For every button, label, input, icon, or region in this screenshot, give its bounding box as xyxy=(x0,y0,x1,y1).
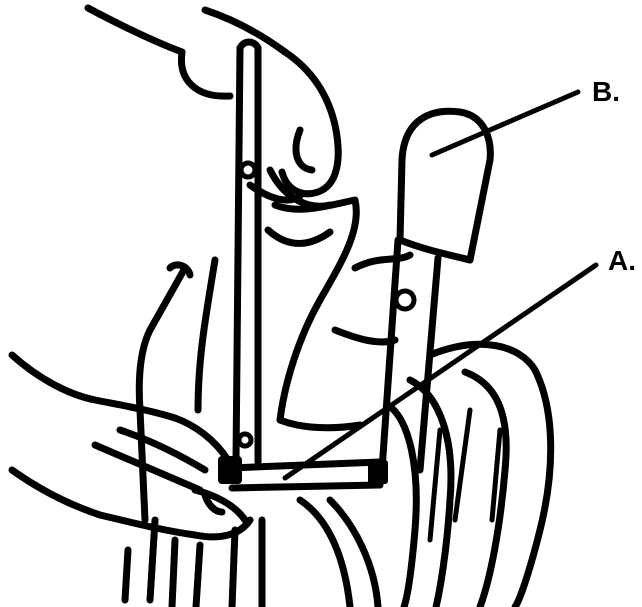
leader-line-b xyxy=(432,92,578,155)
lower-hand xyxy=(12,355,250,537)
callout-label-b: B. xyxy=(592,78,620,106)
lower-frame xyxy=(172,500,378,607)
release-rod xyxy=(236,42,258,462)
release-bar xyxy=(218,456,388,488)
seat-fabric xyxy=(198,200,410,428)
upper-hand xyxy=(88,8,338,206)
rear-wheel xyxy=(388,344,551,607)
callout-label-a: A. xyxy=(608,247,636,275)
